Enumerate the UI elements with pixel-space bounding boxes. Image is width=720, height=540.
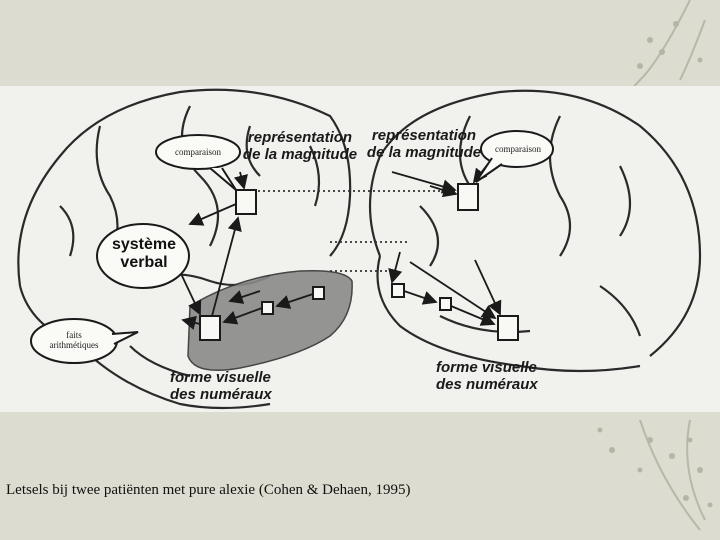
figure-caption: Letsels bij twee patiënten met pure alex…	[6, 482, 411, 498]
right-arrows	[388, 155, 502, 326]
right-nodes	[391, 183, 519, 341]
left-comparison-label: comparaison	[175, 147, 221, 157]
speech-bubbles	[30, 130, 554, 364]
right-magnitude-label: représentation de la magnitude	[366, 127, 482, 161]
right-visual-form-label: forme visuelle des numéraux	[436, 359, 538, 393]
left-verbal-system-label: système verbal	[111, 236, 177, 271]
left-visual-form-label: forme visuelle des numéraux	[170, 369, 272, 403]
left-magnitude-label: représentation de la magnitude	[242, 129, 358, 163]
left-facts-label: faits arithmétiques	[49, 330, 99, 350]
right-comparison-label: comparaison	[495, 144, 541, 154]
right-hemisphere	[368, 89, 702, 373]
brain-diagram: représentation de la magnitude comparais…	[0, 86, 720, 412]
brain-diagram-drawing	[17, 88, 702, 410]
callosal-connections	[258, 190, 458, 272]
